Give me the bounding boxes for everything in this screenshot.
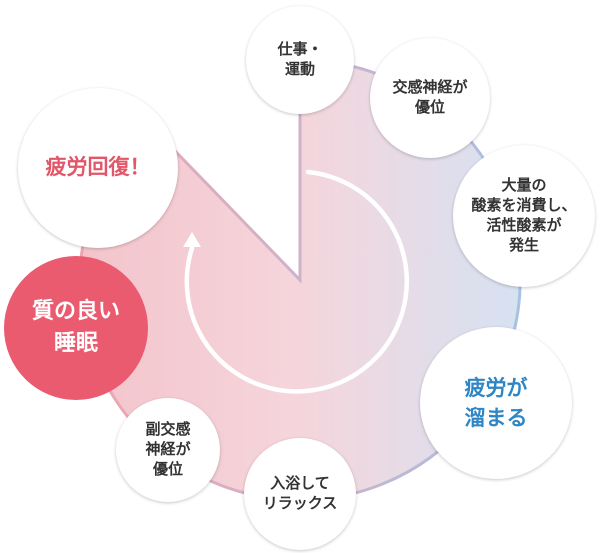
node-recovery-label: 疲労回復！ — [45, 155, 151, 180]
node-work-label: 仕事・ 運動 — [277, 40, 323, 78]
cycle-arrow — [184, 169, 409, 394]
node-sleep-label: 質の良い 睡眠 — [31, 299, 120, 356]
node-parasympathetic-label: 副交感 神経が 優位 — [145, 420, 191, 478]
node-bath-label: 入浴して リラックス — [262, 474, 338, 512]
node-fatigue: 疲労が 溜まる — [420, 327, 572, 479]
node-sympathetic-label: 交感神経が 優位 — [392, 78, 468, 116]
node-parasympathetic: 副交感 神経が 優位 — [116, 398, 220, 502]
node-sleep: 質の良い 睡眠 — [4, 256, 148, 400]
node-oxygen: 大量の 酸素を消費し、 活性酸素が 発生 — [453, 145, 595, 287]
node-bath: 入浴して リラックス — [244, 438, 356, 550]
node-recovery: 疲労回復！ — [18, 88, 178, 248]
node-sympathetic: 交感神経が 優位 — [370, 38, 490, 158]
node-oxygen-label: 大量の 酸素を消費し、 活性酸素が 発生 — [471, 176, 577, 254]
cycle-arrowhead — [183, 232, 201, 247]
node-work: 仕事・ 運動 — [246, 6, 354, 114]
node-fatigue-label: 疲労が 溜まる — [464, 375, 528, 430]
